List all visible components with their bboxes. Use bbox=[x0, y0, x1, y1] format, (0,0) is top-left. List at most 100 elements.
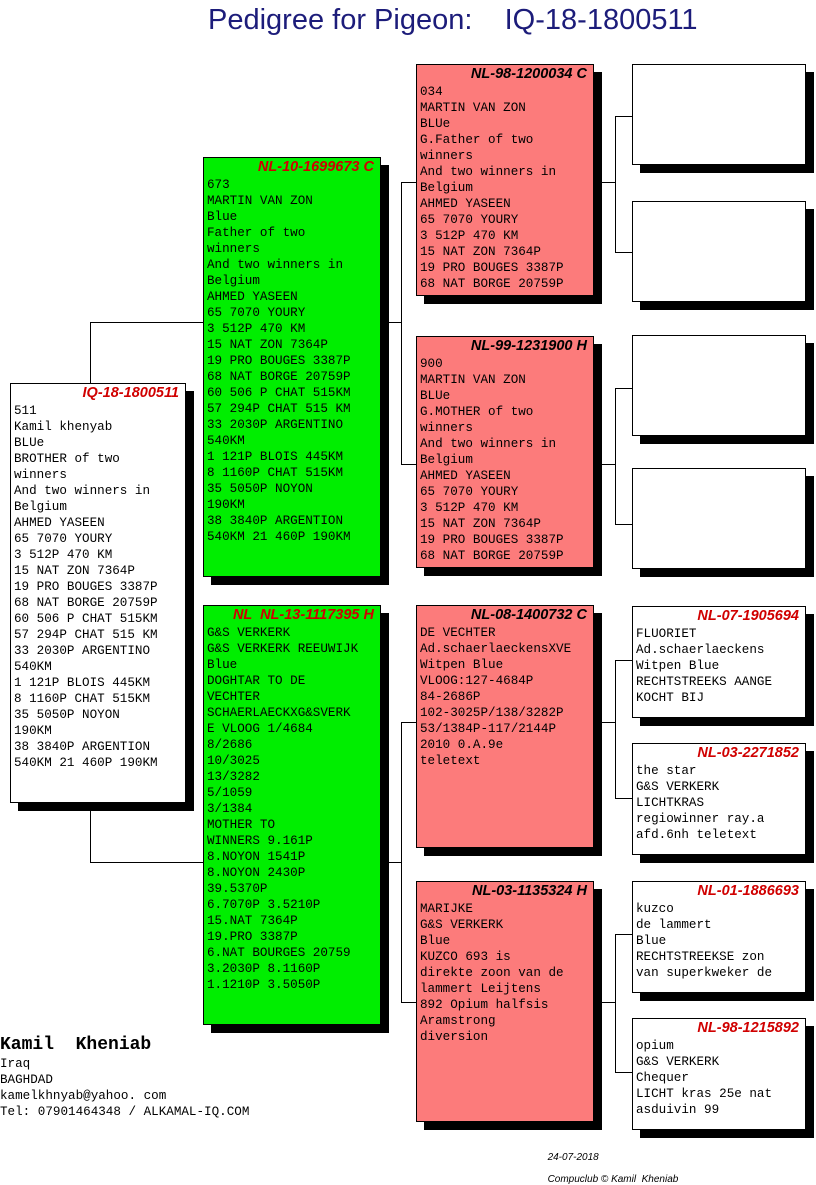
detail-line: Blue bbox=[636, 934, 667, 948]
detail-line: RECHTSTREEKSE zon bbox=[636, 950, 765, 964]
detail-line: Kamil khenyab bbox=[14, 420, 113, 434]
detail-line: winners bbox=[14, 468, 67, 482]
detail-line: van superkweker de bbox=[636, 966, 773, 980]
pigeon-details bbox=[633, 220, 805, 221]
ring-number: NL-10-1699673 C bbox=[257, 159, 374, 175]
detail-line: G.MOTHER of two bbox=[420, 405, 534, 419]
owner-country: Iraq bbox=[0, 1057, 31, 1071]
detail-line: 33 2030P ARGENTINO bbox=[14, 644, 151, 658]
detail-line: MARTIN VAN ZON bbox=[420, 373, 526, 387]
connector-line bbox=[90, 322, 91, 384]
ring-number bbox=[633, 469, 805, 487]
detail-line: VLOOG:127-4684P bbox=[420, 674, 534, 688]
connector-line bbox=[615, 388, 632, 389]
ring-number: NL-07-1905694 bbox=[697, 608, 799, 624]
detail-line: 034 bbox=[420, 85, 443, 99]
owner-contact: Kamil Kheniab Iraq BAGHDAD kamelkhnyab@y… bbox=[0, 1034, 249, 1120]
copyright: Compuclub © Kamil Kheniab bbox=[547, 1174, 679, 1185]
detail-line: 65 7070 YOURY bbox=[420, 213, 519, 227]
detail-line: MARTIN VAN ZON bbox=[207, 194, 313, 208]
detail-line: Aramstrong bbox=[420, 1014, 496, 1028]
connector-line bbox=[615, 798, 632, 799]
detail-line: Chequer bbox=[636, 1071, 689, 1085]
detail-line: 19 PRO BOUGES 3387P bbox=[420, 533, 564, 547]
connector-line bbox=[380, 862, 401, 863]
detail-line: BROTHER of two bbox=[14, 452, 120, 466]
connector-line bbox=[401, 1002, 417, 1003]
detail-line: E VLOOG 1/4684 bbox=[207, 722, 313, 736]
detail-line: 8 1160P CHAT 515KM bbox=[207, 466, 344, 480]
page-title: Pedigree for Pigeon: IQ-18-1800511 bbox=[208, 4, 698, 36]
great-grandparent-card[interactable] bbox=[632, 335, 806, 436]
detail-line: Belgium bbox=[14, 500, 67, 514]
owner-name: Kamil Kheniab bbox=[0, 1035, 152, 1055]
connector-line bbox=[401, 182, 402, 464]
detail-line: 673 bbox=[207, 178, 230, 192]
detail-line: 19.PRO 3387P bbox=[207, 930, 298, 944]
detail-line: opium bbox=[636, 1039, 674, 1053]
ring-number: NL NL-13-1117395 H bbox=[232, 607, 374, 623]
detail-line: 19 PRO BOUGES 3387P bbox=[14, 580, 158, 594]
detail-line: Belgium bbox=[207, 274, 260, 288]
detail-line: winners bbox=[207, 242, 260, 256]
detail-line: 540KM bbox=[207, 434, 245, 448]
detail-line: 15 NAT ZON 7364P bbox=[420, 517, 541, 531]
detail-line: 3 512P 470 KM bbox=[420, 501, 519, 515]
detail-line: BLUe bbox=[420, 117, 451, 131]
detail-line: And two winners in bbox=[420, 437, 557, 451]
detail-line: And two winners in bbox=[420, 165, 557, 179]
connector-line bbox=[401, 722, 402, 1002]
owner-phone-website[interactable]: Tel: 07901464348 / ALKAMAL-IQ.COM bbox=[0, 1105, 250, 1119]
detail-line: 68 NAT BORGE 20759P bbox=[207, 370, 351, 384]
detail-line: teletext bbox=[420, 754, 481, 768]
ring-number: NL-98-1200034 C bbox=[470, 66, 587, 82]
detail-line: Blue bbox=[420, 934, 451, 948]
owner-email[interactable]: kamelkhnyab@yahoo. com bbox=[0, 1089, 167, 1103]
detail-line: 6.NAT BOURGES 20759 bbox=[207, 946, 351, 960]
detail-line: 540KM bbox=[14, 660, 52, 674]
connector-line bbox=[401, 182, 417, 183]
connector-line bbox=[401, 722, 417, 723]
detail-line: 65 7070 YOURY bbox=[14, 532, 113, 546]
detail-line: 8 1160P CHAT 515KM bbox=[14, 692, 151, 706]
ring-number: IQ-18-1800511 bbox=[82, 385, 179, 401]
great-grandparent-card[interactable] bbox=[632, 64, 806, 165]
detail-line: SCHAERLAECKXG&SVERK bbox=[207, 706, 351, 720]
detail-line: 3/1384 bbox=[207, 802, 253, 816]
detail-line: VECHTER bbox=[207, 690, 260, 704]
connector-line bbox=[615, 934, 616, 1072]
great-grandparent-card[interactable] bbox=[632, 468, 806, 569]
detail-line: direkte zoon van de bbox=[420, 966, 564, 980]
detail-line: DE VECHTER bbox=[420, 626, 496, 640]
detail-line: 190KM bbox=[207, 498, 245, 512]
detail-line: 57 294P CHAT 515 KM bbox=[14, 628, 158, 642]
detail-line: diversion bbox=[420, 1030, 489, 1044]
great-grandparent-card[interactable] bbox=[632, 201, 806, 302]
detail-line: lammert Leijtens bbox=[420, 982, 541, 996]
detail-line: MARIJKE bbox=[420, 902, 473, 916]
detail-line: winners bbox=[420, 149, 473, 163]
connector-line bbox=[615, 934, 632, 935]
detail-line: G&S VERKERK REEUWIJK bbox=[207, 642, 359, 656]
detail-line: 2010 0.A.9e bbox=[420, 738, 504, 752]
detail-line: 57 294P CHAT 515 KM bbox=[207, 402, 351, 416]
connector-line bbox=[90, 802, 91, 862]
ring-number bbox=[633, 336, 805, 354]
